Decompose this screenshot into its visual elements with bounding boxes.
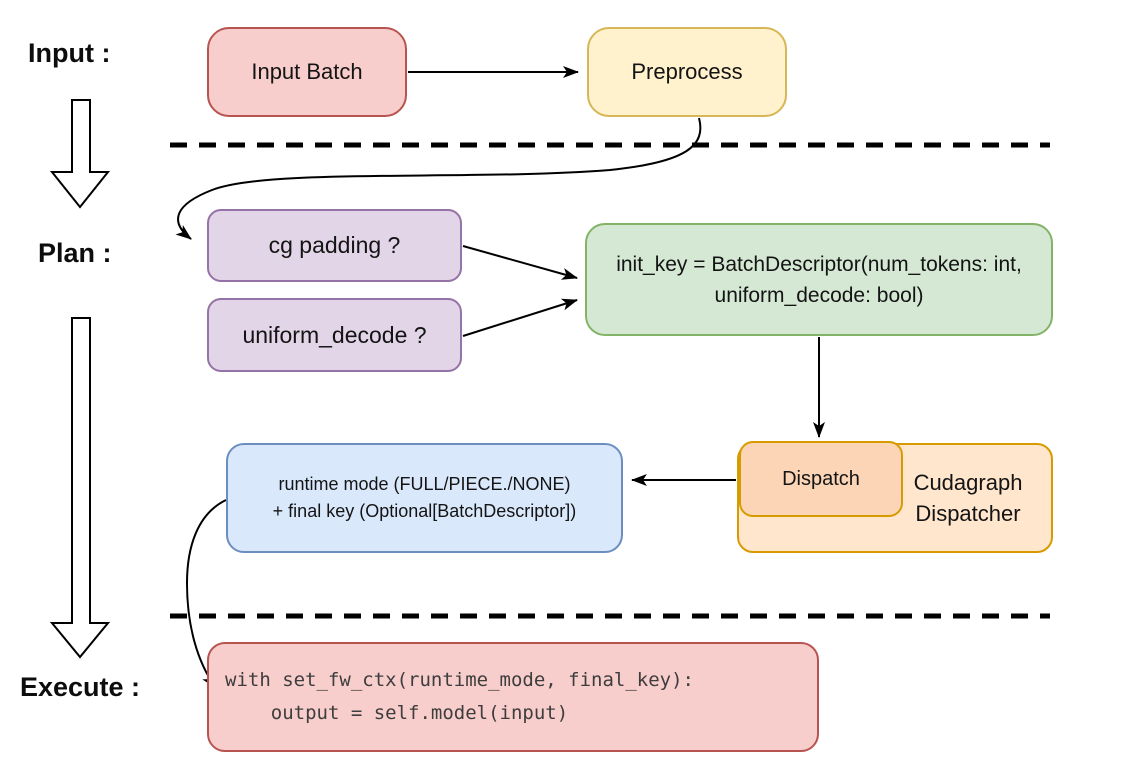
init-key-line1: init_key = BatchDescriptor(num_tokens: i… (616, 252, 1022, 276)
curve-preprocess-to-cgpadding (175, 117, 702, 240)
cudagraph-dispatcher-line2: Dispatcher (915, 501, 1021, 526)
arrow-uniformdecode-to-initkey (462, 298, 578, 337)
input-phase-label: Input : (28, 38, 111, 68)
input-batch-label: Input Batch (251, 59, 363, 84)
runtime-mode-line2: + final key (Optional[BatchDescriptor]) (272, 501, 577, 521)
preprocess-node: Preprocess (587, 27, 787, 117)
uniform-decode-label: uniform_decode ? (242, 321, 427, 348)
runtime-mode-line1: runtime mode (FULL/PIECE./NONE) (278, 474, 571, 494)
cudagraph-dispatcher-label: Cudagraph Dispatcher (901, 467, 1035, 529)
input-batch-node: Input Batch (207, 27, 407, 117)
cg-padding-label: cg padding ? (268, 232, 401, 258)
cudagraph-dispatcher-line1: Cudagraph (913, 470, 1023, 495)
execute-code-line1: with set_fw_ctx(runtime_mode, final_key)… (225, 669, 694, 691)
uniform-decode-node: uniform_decode ? (207, 298, 462, 372)
plan-to-execute-arrow (49, 317, 111, 659)
execute-code-node: with set_fw_ctx(runtime_mode, final_key)… (207, 642, 819, 752)
execute-code-line2: output = self.model(input) (225, 702, 569, 724)
dispatch-label: Dispatch (782, 467, 860, 490)
dispatch-node: Dispatch (739, 441, 903, 517)
input-to-plan-arrow (49, 99, 111, 209)
execute-phase-label: Execute : (20, 672, 141, 702)
init-key-node: init_key = BatchDescriptor(num_tokens: i… (585, 223, 1053, 336)
plan-phase-label: Plan : (38, 238, 112, 268)
runtime-mode-node: runtime mode (FULL/PIECE./NONE) + final … (226, 443, 623, 553)
curve-runtimemode-to-executecode (185, 499, 227, 689)
preprocess-label: Preprocess (631, 59, 743, 84)
arrow-cgpadding-to-initkey (462, 245, 578, 280)
cg-padding-node: cg padding ? (207, 209, 462, 282)
init-key-line2: uniform_decode: bool) (714, 283, 924, 307)
